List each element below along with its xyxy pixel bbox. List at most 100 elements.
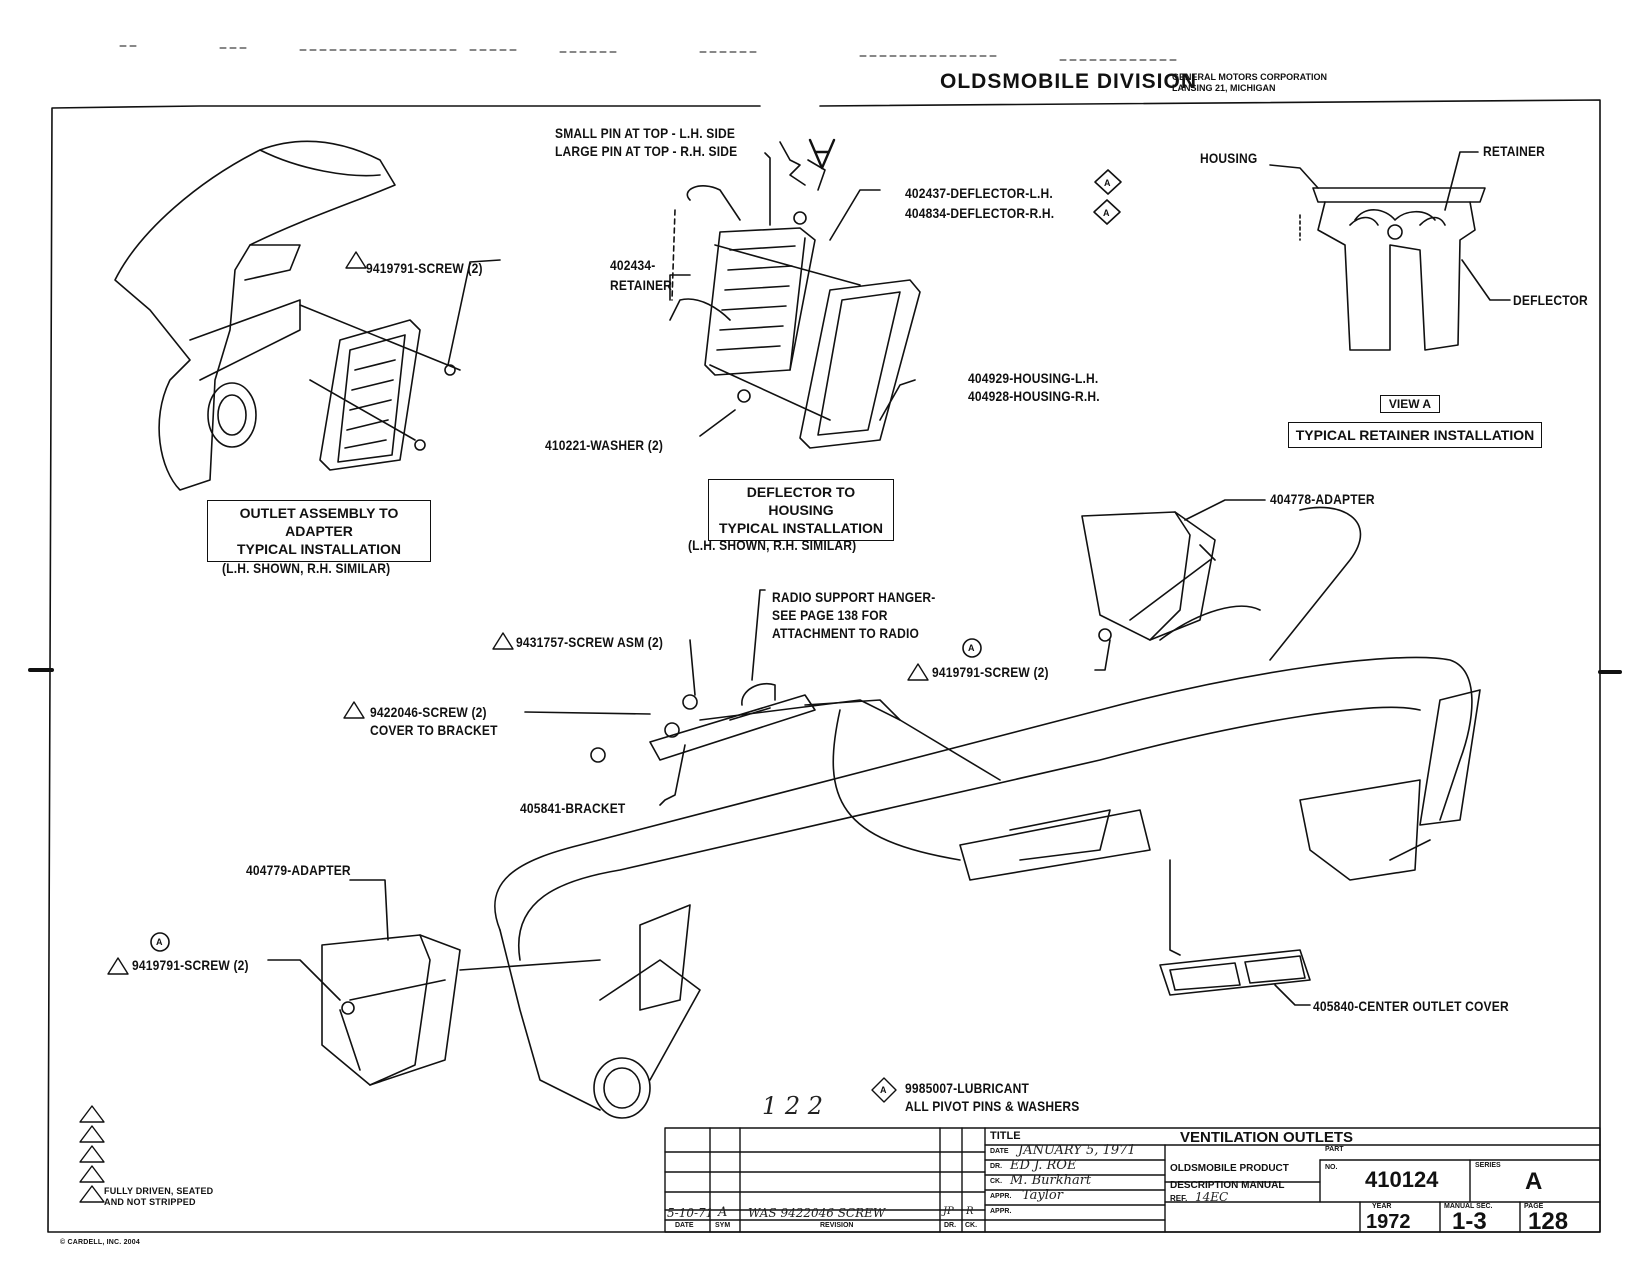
- label-adapter-right: 404778-ADAPTER: [1270, 491, 1375, 507]
- note-outlet-lh-shown: (L.H. SHOWN, R.H. SIMILAR): [222, 560, 391, 576]
- label-center-outlet-cover: 405840-CENTER OUTLET COVER: [1313, 998, 1509, 1014]
- box-deflector-housing: DEFLECTOR TO HOUSING TYPICAL INSTALLATIO…: [708, 479, 894, 541]
- tb-ref-label: REF.: [1170, 1194, 1188, 1203]
- tb-ref: 14EC: [1195, 1190, 1229, 1204]
- legend-note-line2: AND NOT STRIPPED: [104, 1197, 196, 1207]
- box-defl-line1: DEFLECTOR TO HOUSING: [746, 484, 856, 518]
- col-revision: REVISION: [820, 1222, 854, 1229]
- tb-appr-label: APPR.: [990, 1193, 1012, 1200]
- tb-manual-line2: DESCRIPTION MANUAL: [1170, 1180, 1285, 1191]
- col-ck: CK.: [965, 1222, 978, 1229]
- label-bracket: 405841-BRACKET: [520, 800, 626, 816]
- center-outlet-cover: [1159, 949, 1311, 1006]
- tb-series-label: SERIES: [1475, 1162, 1501, 1169]
- copyright: © CARDELL, INC. 2004: [60, 1239, 140, 1246]
- label-deflector: DEFLECTOR: [1513, 292, 1588, 308]
- adapter-left: [321, 879, 601, 1086]
- tb-page-label: PAGE: [1524, 1203, 1544, 1210]
- corp-location: LANSING 21, MICHIGAN: [1172, 83, 1276, 93]
- tb-dr: ED J. ROE: [1010, 1158, 1077, 1173]
- note-deflector-lh-shown: (L.H. SHOWN, R.H. SIMILAR): [688, 537, 857, 553]
- sheet-border: [47, 99, 1601, 1233]
- col-date: DATE: [675, 1222, 694, 1229]
- label-retainer-number: 402434-: [610, 257, 656, 273]
- label-screw-low-left: 9419791-SCREW (2): [132, 957, 249, 973]
- label-deflector-rh: 404834-DEFLECTOR-R.H.: [905, 205, 1055, 221]
- corporation-address: GENERAL MOTORS CORPORATION LANSING 21, M…: [1172, 72, 1327, 94]
- rev-dr: JP: [943, 1206, 954, 1217]
- diamond-2-letter: A: [1103, 208, 1110, 218]
- box-typical-retainer: TYPICAL RETAINER INSTALLATION: [1288, 422, 1542, 448]
- box-defl-line2: TYPICAL INSTALLATION: [718, 520, 884, 536]
- circle-a-mark: [962, 638, 982, 658]
- view-a-retainer: [1269, 151, 1511, 351]
- label-housing-lh: 404929-HOUSING-L.H.: [968, 370, 1099, 386]
- tb-ck: M. Burkhart: [1010, 1173, 1092, 1188]
- tb-ck-label: CK.: [990, 1178, 1003, 1185]
- tb-part-label-1: PART: [1325, 1146, 1344, 1153]
- division-brand: OLDSMOBILE DIVISION: [940, 70, 1198, 93]
- label-screw-top-left: 9419791-SCREW (2): [366, 260, 483, 276]
- label-small-pin: SMALL PIN AT TOP - L.H. SIDE: [555, 125, 736, 141]
- tb-year: 1972: [1366, 1211, 1411, 1233]
- label-retainer-word: RETAINER: [610, 277, 673, 293]
- circle-a-letter-low: A: [156, 937, 163, 947]
- outlet-assembly-left: [299, 259, 501, 471]
- label-screw-mid-right: 9419791-SCREW (2): [932, 664, 1049, 680]
- box-view-a: VIEW A: [1380, 395, 1440, 413]
- tb-manual-sec-label: MANUAL SEC.: [1444, 1203, 1493, 1210]
- tb-appr: Taylor: [1022, 1188, 1063, 1203]
- label-washer: 410221-WASHER (2): [545, 437, 664, 453]
- box-outlet-assembly: OUTLET ASSEMBLY TO ADAPTER TYPICAL INSTA…: [207, 500, 431, 562]
- bracket-assembly: [524, 589, 1111, 806]
- rev-ck: R: [966, 1206, 974, 1217]
- label-deflector-lh: 402437-DEFLECTOR-L.H.: [905, 185, 1053, 201]
- label-housing: HOUSING: [1200, 150, 1258, 166]
- triangle-markers: [79, 251, 929, 1203]
- tb-date-label: DATE: [990, 1148, 1009, 1155]
- label-screw-cover-line1: 9422046-SCREW (2): [370, 704, 487, 720]
- tb-appr2-label: APPR.: [990, 1208, 1012, 1215]
- tb-dr-label: DR.: [990, 1163, 1003, 1170]
- circle-a-mark-low: [150, 932, 170, 952]
- tb-year-label: YEAR: [1372, 1203, 1392, 1210]
- deflector-exploded: [669, 141, 921, 449]
- label-lubricant-line1: 9985007-LUBRICANT: [905, 1080, 1030, 1096]
- label-screw-asm: 9431757-SCREW ASM (2): [516, 634, 664, 650]
- diamond-2: [1093, 199, 1121, 225]
- col-sym: SYM: [715, 1222, 731, 1229]
- tb-page: 128: [1528, 1208, 1569, 1235]
- label-housing-rh: 404928-HOUSING-R.H.: [968, 388, 1100, 404]
- corp-name: GENERAL MOTORS CORPORATION: [1172, 72, 1328, 82]
- label-adapter-left: 404779-ADAPTER: [246, 862, 351, 878]
- label-screw-cover-line2: COVER TO BRACKET: [370, 722, 498, 738]
- col-dr: DR.: [944, 1222, 957, 1229]
- tb-part-number: 410124: [1365, 1167, 1439, 1192]
- label-retainer: RETAINER: [1483, 143, 1546, 159]
- label-radio-line2: SEE PAGE 138 FOR: [772, 607, 888, 623]
- tb-date: JANUARY 5, 1971: [1018, 1143, 1136, 1158]
- handwritten-page-number: 1 2 2: [762, 1092, 824, 1120]
- label-lubricant-line2: ALL PIVOT PINS & WASHERS: [905, 1098, 1080, 1114]
- label-radio-line3: ATTACHMENT TO RADIO: [772, 625, 920, 641]
- tb-manual-sec: 1-3: [1452, 1208, 1487, 1235]
- dash-end-sketch: [114, 140, 396, 491]
- tb-title: VENTILATION OUTLETS: [1180, 1129, 1354, 1146]
- box-outlet-line1: OUTLET ASSEMBLY TO ADAPTER: [239, 505, 399, 539]
- legend-note-line1: FULLY DRIVEN, SEATED: [104, 1186, 214, 1196]
- tb-title-label: TITLE: [990, 1130, 1021, 1142]
- rev-text: WAS 9422046 SCREW: [748, 1206, 886, 1220]
- lubricant-diamond-letter: A: [880, 1085, 887, 1095]
- tb-part-label-2: NO.: [1325, 1164, 1338, 1171]
- adapter-right: [1081, 499, 1266, 642]
- rev-symbol: A: [718, 1205, 728, 1220]
- box-outlet-line2: TYPICAL INSTALLATION: [236, 541, 402, 557]
- diamond-1-letter: A: [1104, 178, 1111, 188]
- rev-date: 5-10-71: [667, 1206, 714, 1220]
- label-large-pin: LARGE PIN AT TOP - R.H. SIDE: [555, 143, 738, 159]
- title-block-grid: [664, 1127, 1601, 1233]
- circle-a-letter: A: [968, 643, 975, 653]
- label-radio-line1: RADIO SUPPORT HANGER-: [772, 589, 936, 605]
